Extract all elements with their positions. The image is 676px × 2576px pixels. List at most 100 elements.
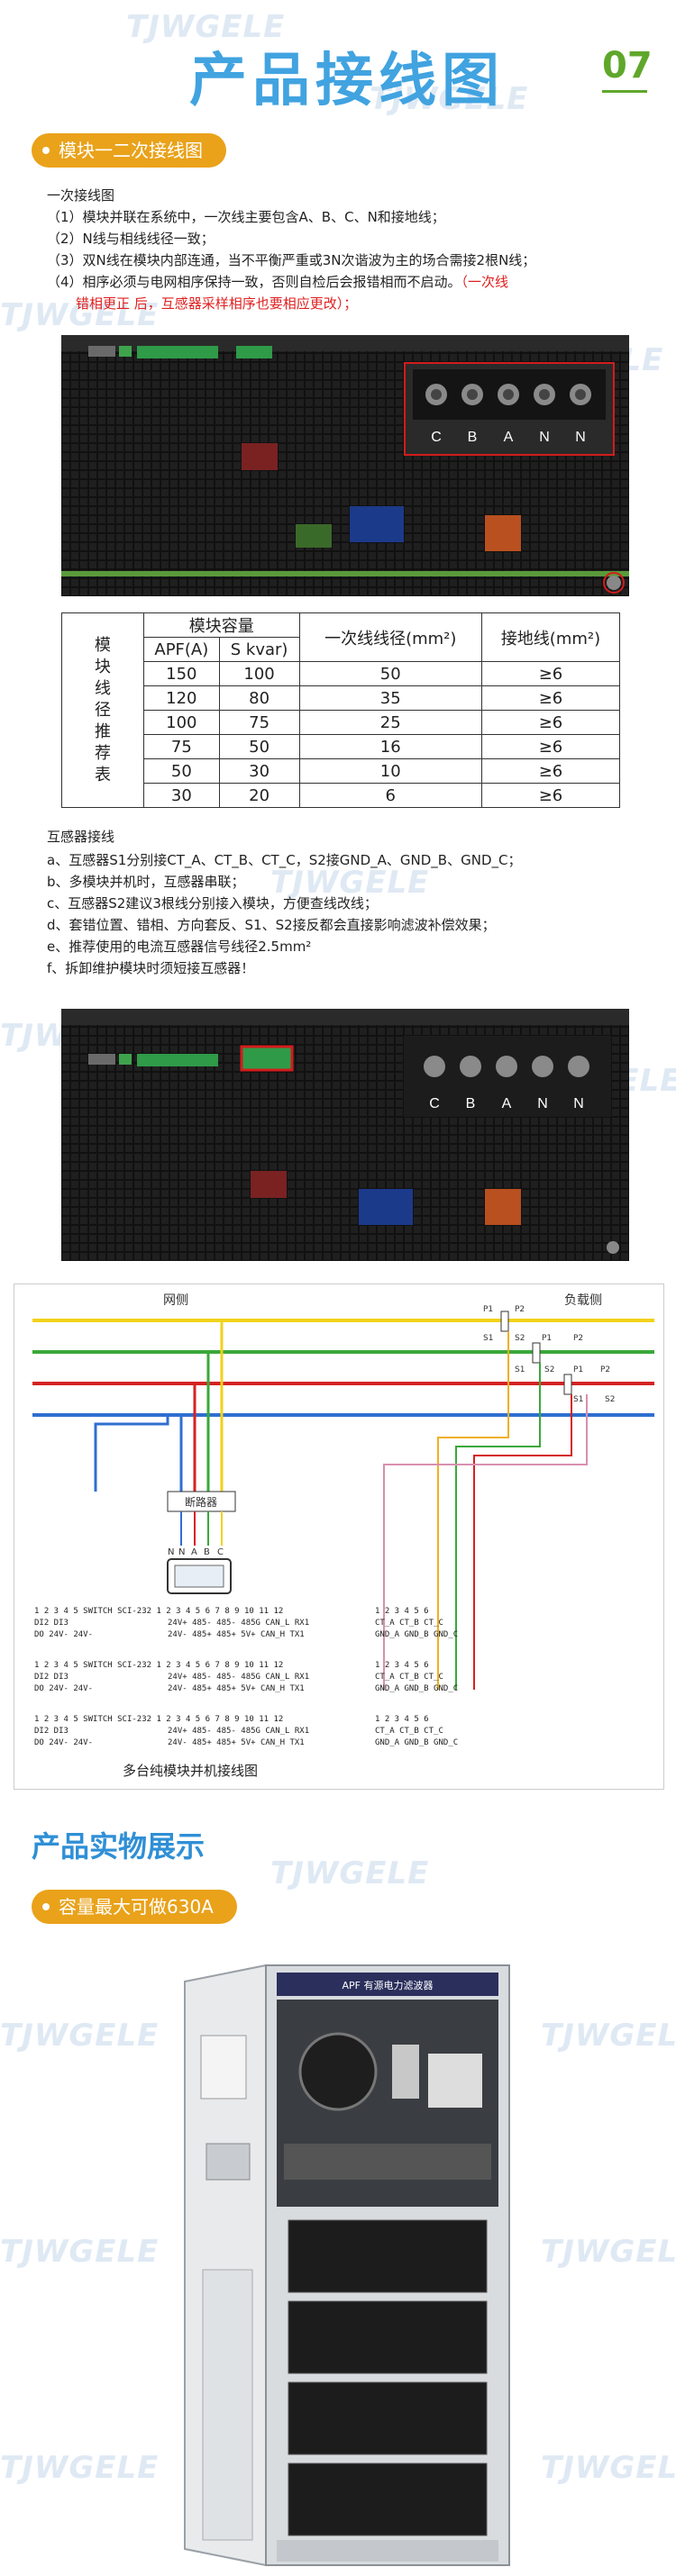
ct-label: S1: [483, 1334, 493, 1343]
terminal-block-highlight: C B A N N: [404, 362, 615, 456]
ct-wire: [437, 1331, 509, 1690]
svg-text:24V- 485+ 485+ 5V+ CAN_H TX1: 24V- 485+ 485+ 5V+ CAN_H TX1: [168, 1684, 305, 1693]
instruction-item: （2）N线与相线线径一致；: [47, 231, 215, 247]
instruction-item: f、拆卸维护模块时须短接互感器！: [47, 960, 255, 976]
svg-text:DO 24V- 24V-: DO 24V- 24V-: [34, 1630, 93, 1639]
red-note: （一次线: [461, 274, 509, 290]
svg-text:24V+ 485- 485- 485G CAN_L RX1: 24V+ 485- 485- 485G CAN_L RX1: [168, 1619, 309, 1628]
instruction-item: b、多模块并机时，互感器串联；: [47, 874, 245, 890]
ct-label: P2: [573, 1334, 583, 1343]
cabinet-photo: APF 有源电力滤波器: [176, 1964, 518, 2567]
cabinet-label: APF 有源电力滤波器: [343, 1979, 434, 1991]
svg-text:24V- 485+ 485+ 5V+ CAN_H TX1: 24V- 485+ 485+ 5V+ CAN_H TX1: [168, 1630, 305, 1639]
ct-label: P1: [573, 1365, 583, 1374]
page-number-underline: [602, 90, 647, 93]
terminal-label: A: [504, 430, 514, 445]
svg-text:DI2 DI3: DI2 DI3: [34, 1619, 69, 1628]
ct-label: S1: [515, 1365, 525, 1374]
svg-text:DO 24V- 24V-: DO 24V- 24V-: [34, 1738, 93, 1747]
terminal-label: N: [575, 430, 586, 445]
instruction-item: （1）模块并联在系统中，一次线主要包含A、B、C、N和接地线；: [47, 209, 445, 225]
watermark-text: TJWGELE: [0, 2018, 160, 2054]
svg-text:GND_A GND_B GND_C: GND_A GND_B GND_C: [375, 1738, 458, 1747]
table-header-s: S kvar): [218, 637, 300, 662]
svg-text:1 2 3 4 5 6: 1 2 3 4 5 6: [375, 1715, 429, 1724]
svg-text:CT_A CT_B CT_C: CT_A CT_B CT_C: [375, 1619, 443, 1628]
svg-text:N: N: [168, 1547, 174, 1557]
svg-text:24V+ 485- 485- 485G CAN_L RX1: 24V+ 485- 485- 485G CAN_L RX1: [168, 1673, 309, 1682]
terminal-label: B: [466, 1096, 476, 1111]
capacity-pill-label: 容量最大可做630A: [59, 1896, 214, 1918]
svg-text:DI2 DI3: DI2 DI3: [34, 1727, 69, 1736]
ct-label: S2: [544, 1365, 554, 1374]
instruction-item-4: （4）相序必须与电网相序保持一致，否则自检后会报错相而不启动。（一次线: [47, 272, 508, 291]
red-note-continued: 错相更正 后，互感器采样相序也要相应更改）；: [76, 295, 358, 312]
svg-text:GND_A GND_B GND_C: GND_A GND_B GND_C: [375, 1684, 458, 1693]
svg-text:24V+ 485- 485- 485G CAN_L RX1: 24V+ 485- 485- 485G CAN_L RX1: [168, 1727, 309, 1736]
watermark-text: TJWGELE: [0, 2450, 160, 2486]
terminal-screws: C B A N N: [413, 369, 606, 445]
terminal-label: N: [573, 1096, 584, 1111]
terminal-label: N: [537, 1096, 548, 1111]
table-header-wire: 一次线线径(mm²): [298, 612, 482, 662]
svg-text:B: B: [204, 1547, 210, 1557]
svg-text:N: N: [178, 1547, 185, 1557]
module-photo-ct-graphic: C B A N N: [61, 1009, 629, 1261]
svg-text:1 2 3 4 5 SWITCH SCI-232 1 2 3: 1 2 3 4 5 SWITCH SCI-232 1 2 3 4 5 6 7 8…: [34, 1661, 283, 1670]
breaker-box: [167, 1491, 236, 1512]
table-header-apf: APF(A): [143, 637, 220, 662]
section-heading: 一次接线图: [47, 187, 115, 204]
table-subheader-row: APF(A) S kvar): [62, 637, 620, 662]
svg-text:A: A: [191, 1547, 197, 1557]
grid-side-label: 网侧: [163, 1293, 188, 1308]
svg-text:CT_A CT_B CT_C: CT_A CT_B CT_C: [375, 1727, 443, 1736]
module-photo: C B A N N: [61, 335, 629, 596]
section-pill: 模块一二次接线图: [32, 133, 226, 168]
capacity-pill: 容量最大可做630A: [32, 1890, 237, 1924]
terminal-label: A: [502, 1096, 512, 1111]
terminal-label: N: [539, 430, 550, 445]
terminal-label: B: [468, 430, 478, 445]
instruction-item: d、套错位置、错相、方向套反、S1、S2接反都会直接影响滤波补偿效果；: [47, 917, 496, 933]
instruction-item: e、推荐使用的电流互感器信号线径2.5mm²: [47, 939, 312, 955]
instruction-item: a、互感器S1分别接CT_A、CT_B、CT_C，S2接GND_A、GND_B、…: [47, 852, 522, 868]
pill-dot-icon: [42, 1903, 50, 1910]
diagram-caption: 多台纯模块并机接线图: [123, 1763, 258, 1779]
terminal-label: C: [431, 430, 442, 445]
page-title: 产品接线图: [189, 48, 505, 114]
module-photo-graphic: [61, 335, 629, 596]
ct-label: P1: [483, 1305, 493, 1314]
watermark-text: TJWGELE: [541, 2450, 676, 2486]
svg-text:DO 24V- 24V-: DO 24V- 24V-: [34, 1684, 93, 1693]
ct-wire: [455, 1363, 541, 1690]
ct-wire-return: [383, 1394, 588, 1690]
wire-gauge-table: 模 块 线 径 推 荐 表 模块容量 一次线线径(mm²) 接地线(mm²) A…: [61, 612, 621, 808]
svg-text:CT_A CT_B CT_C: CT_A CT_B CT_C: [375, 1673, 443, 1682]
wiring-diagram-graphic: 网侧 负载侧 P1 P2 S1 S2 P1 P2 S1 S2 P1 P2 S1 …: [32, 1293, 654, 1779]
svg-text:1 2 3 4 5 SWITCH SCI-232 1 2 3: 1 2 3 4 5 SWITCH SCI-232 1 2 3 4 5 6 7 8…: [34, 1715, 283, 1724]
instruction-item: c、互感器S2建议3根线分别接入模块，方便查线改线；: [47, 895, 378, 912]
table-header-capacity: 模块容量: [143, 612, 300, 638]
watermark-text: TJWGELE: [541, 2018, 676, 2054]
module-photo-ct: C B A N N: [61, 1009, 629, 1261]
ct-label: S2: [605, 1395, 615, 1404]
ct-wire: [473, 1394, 572, 1690]
svg-text:1 2 3 4 5 6: 1 2 3 4 5 6: [375, 1607, 429, 1616]
svg-text:GND_A GND_B GND_C: GND_A GND_B GND_C: [375, 1630, 458, 1639]
instruction-item: （4）相序必须与电网相序保持一致，否则自检后会报错相而不启动。: [47, 274, 461, 290]
load-side-label: 负载侧: [564, 1293, 602, 1308]
svg-text:24V- 485+ 485+ 5V+ CAN_H TX1: 24V- 485+ 485+ 5V+ CAN_H TX1: [168, 1738, 305, 1747]
svg-text:DI2 DI3: DI2 DI3: [34, 1673, 69, 1682]
watermark-text: TJWGELE: [541, 2234, 676, 2270]
table-header-ground: 接地线(mm²): [480, 612, 621, 662]
parallel-wiring-diagram: 网侧 负载侧 P1 P2 S1 S2 P1 P2 S1 S2 P1 P2 S1 …: [14, 1283, 664, 1790]
section-heading: 互感器接线: [47, 829, 115, 845]
svg-text:1 2 3 4 5 6: 1 2 3 4 5 6: [375, 1661, 429, 1670]
watermark-text: TJWGELE: [0, 2234, 160, 2270]
instruction-item: （3）双N线在模块内部连通，当不平衡严重或3N次谐波为主的场合需接2根N线；: [47, 252, 536, 268]
table-side-label: 模 块 线 径 推 荐 表: [61, 612, 144, 808]
